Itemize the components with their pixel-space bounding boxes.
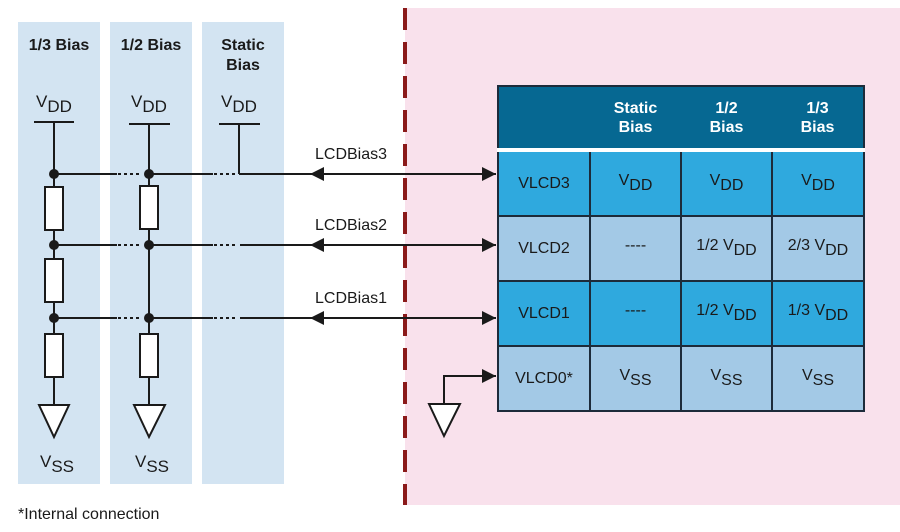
footnote: *Internal connection xyxy=(18,506,160,523)
node-dot xyxy=(144,313,154,323)
column-title-line2: Bias xyxy=(226,57,260,74)
ground-icon xyxy=(132,404,167,440)
resistor xyxy=(44,258,64,303)
column-title-line1: Static xyxy=(221,37,265,54)
vss-label: VSS xyxy=(40,452,75,476)
vdd-label: VDD xyxy=(131,92,167,116)
column-panel-static-bias: Static Bias xyxy=(202,22,284,484)
table-cell: 2/3 VDD xyxy=(771,215,865,282)
table-cell: 1/2 VDD xyxy=(680,280,773,347)
vdd-label: VDD xyxy=(221,92,257,116)
bias-line-label: LCDBias2 xyxy=(315,217,388,234)
node-dot xyxy=(49,169,59,179)
node-dot xyxy=(49,313,59,323)
resistor xyxy=(44,333,64,378)
vdd-label: VDD xyxy=(36,92,72,116)
table-row: VLCD1 ---- 1/2 VDD 1/3 VDD xyxy=(497,280,865,347)
table-cell: ---- xyxy=(589,215,682,282)
table-cell: 1/3 VDD xyxy=(771,280,865,347)
row-name: VLCD0* xyxy=(497,345,591,412)
table-header-cell xyxy=(498,86,590,152)
table-cell: VSS xyxy=(771,345,865,412)
vss-label: VSS xyxy=(135,452,170,476)
bias-line-label: LCDBias3 xyxy=(315,146,388,163)
row-name: VLCD3 xyxy=(497,149,591,217)
resistor xyxy=(139,185,159,230)
bias-line-label: LCDBias1 xyxy=(315,290,388,307)
column-title: 1/2 Bias xyxy=(120,37,182,54)
node-dot xyxy=(144,169,154,179)
ground-icon xyxy=(37,404,71,440)
table-cell: VSS xyxy=(589,345,682,412)
table-cell: VDD xyxy=(680,149,773,217)
table-cell: VSS xyxy=(680,345,773,412)
table-row: VLCD2 ---- 1/2 VDD 2/3 VDD xyxy=(497,215,865,282)
node-dot xyxy=(144,240,154,250)
table-cell: 1/2 VDD xyxy=(680,215,773,282)
table-row: VLCD3 VDD VDD VDD xyxy=(497,149,865,217)
table-cell: VDD xyxy=(589,149,682,217)
table-cell: ---- xyxy=(589,280,682,347)
column-title: 1/3 Bias xyxy=(28,37,90,54)
node-dot xyxy=(49,240,59,250)
resistor xyxy=(44,186,64,231)
row-name: VLCD2 xyxy=(497,215,591,282)
row-name: VLCD1 xyxy=(497,280,591,347)
table-cell: VDD xyxy=(771,149,865,217)
ground-icon xyxy=(427,403,462,439)
resistor xyxy=(139,333,159,378)
table-row: VLCD0* VSS VSS VSS xyxy=(497,345,865,412)
